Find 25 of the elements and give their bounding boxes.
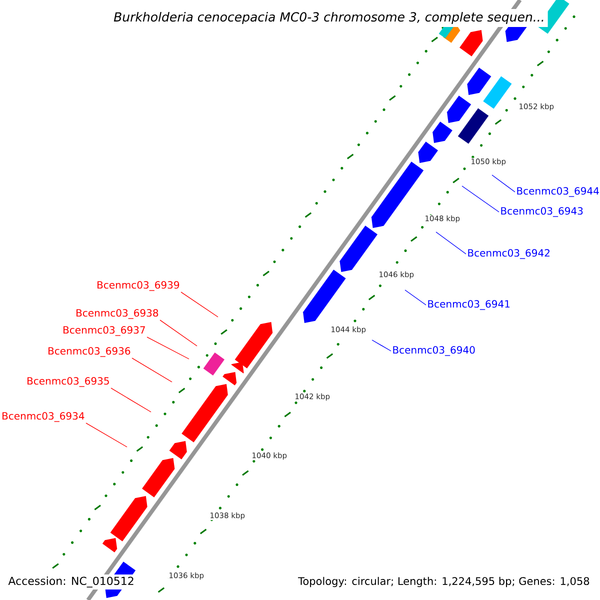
leader-line [462, 186, 500, 212]
leader-line [86, 422, 128, 448]
title: Burkholderia cenocepacia MC0-3 chromosome 3, complete sequen... [110, 8, 548, 28]
gene-label: Bcenmc03_6935 [28, 377, 109, 387]
gene-label: Bcenmc03_6943 [501, 207, 583, 217]
gene-label: Bcenmc03_6936 [48, 347, 130, 357]
accession-text: Accession: NC_010512 [6, 574, 136, 590]
gene-label: Bcenmc03_6939 [98, 281, 180, 291]
gene-label: Bcenmc03_6938 [76, 309, 158, 319]
leader-line [160, 320, 198, 346]
gene-label: Bcenmc03_6940 [393, 346, 475, 356]
leader-line [404, 290, 426, 306]
gene-label: Bcenmc03_6944 [517, 187, 599, 197]
gene-label: Bcenmc03_6934 [2, 412, 84, 422]
gene-label: Bcenmc03_6942 [468, 249, 550, 259]
leader-line [180, 292, 218, 318]
leader-line [110, 388, 152, 412]
leader-line [132, 358, 172, 382]
leader-line [372, 340, 392, 352]
summary-text: Topology: circular; Length: 1,224,595 bp; Genes: 1,058 [296, 574, 592, 590]
leader-line [146, 336, 190, 360]
leader-line [492, 174, 516, 192]
gene-label: Bcenmc03_6941 [428, 300, 510, 310]
gene-label: Bcenmc03_6937 [64, 326, 145, 336]
leader-line [436, 232, 466, 254]
